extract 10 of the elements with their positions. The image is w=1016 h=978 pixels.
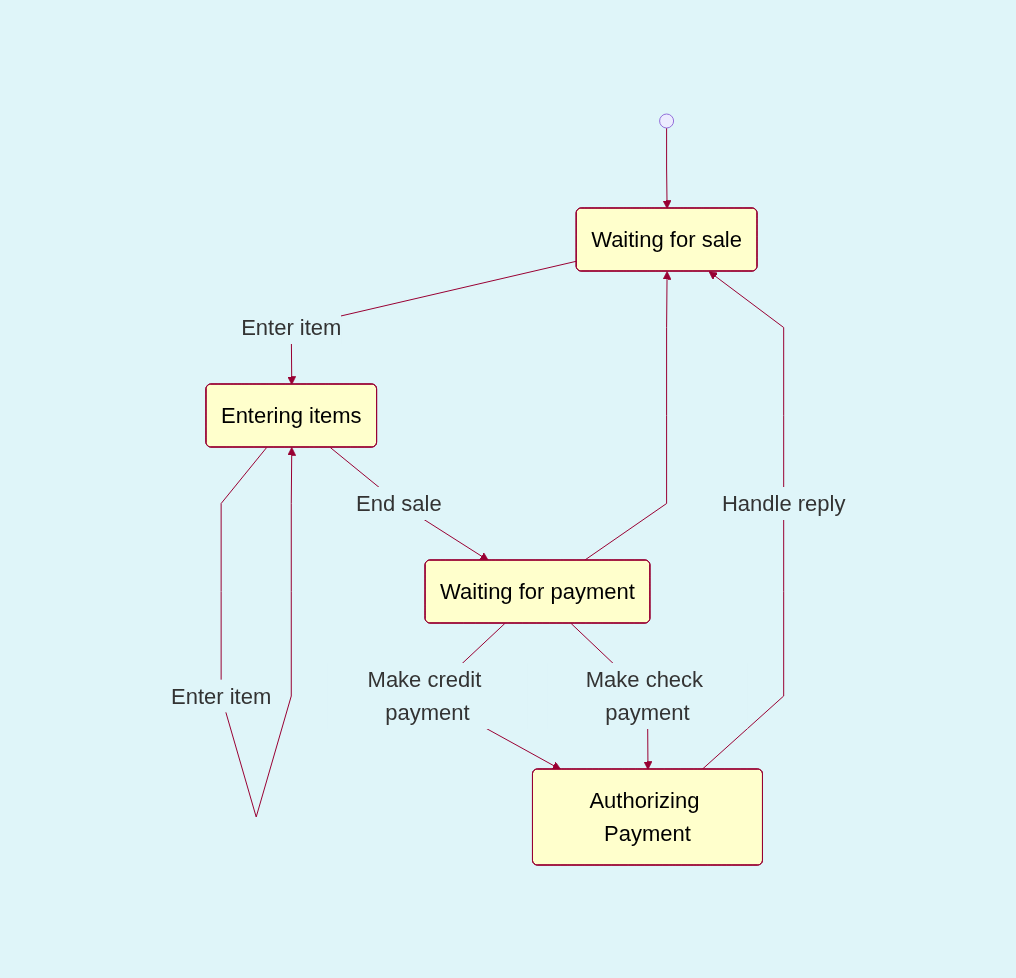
edge-label: Make check payment — [585, 666, 703, 725]
arrow — [329, 446, 489, 561]
node-circle — [658, 113, 674, 128]
edge-label: Enter item — [170, 683, 272, 708]
arrow — [701, 270, 784, 770]
edge-label: Make credit payment — [367, 666, 482, 725]
arrow — [662, 127, 672, 209]
edge-label: Handle reply — [721, 490, 846, 516]
edge-label: End sale — [355, 490, 442, 516]
edge-label: Enter item — [240, 314, 342, 340]
